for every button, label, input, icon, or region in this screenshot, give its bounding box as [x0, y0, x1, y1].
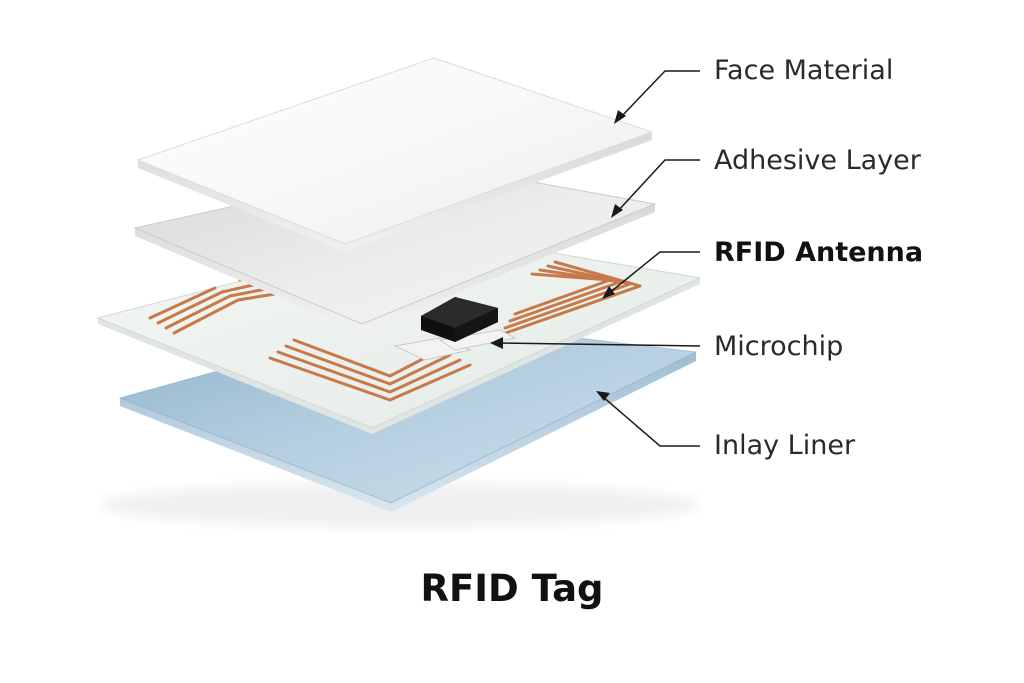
leader-lines: [497, 70, 701, 447]
face-material-layer: [136, 57, 654, 252]
leader-adhesive-layer: [616, 159, 700, 213]
arrowhead-adhesive-layer: [611, 204, 623, 218]
label-inlay-liner: Inlay Liner: [714, 430, 856, 461]
arrowhead-rfid-antenna: [602, 286, 615, 299]
leader-microchip: [497, 342, 701, 347]
leader-rfid-antenna: [607, 251, 700, 295]
label-rfid-antenna: RFID Antenna: [714, 237, 924, 268]
leader-inlay-liner: [601, 395, 700, 447]
rfid-antenna-coil: [148, 260, 642, 402]
arrowhead-inlay-liner: [596, 391, 610, 401]
arrowhead-microchip: [490, 337, 503, 349]
diagram-title: RFID Tag: [420, 567, 604, 610]
label-microchip: Microchip: [714, 331, 844, 362]
leader-face-material: [619, 70, 700, 119]
leader-arrowheads: [490, 110, 626, 401]
antenna-pads: [393, 329, 517, 361]
label-face-material: Face Material: [714, 55, 894, 86]
microchip: [421, 297, 498, 342]
label-adhesive-layer: Adhesive Layer: [714, 145, 921, 176]
arrowhead-face-material: [614, 110, 626, 124]
